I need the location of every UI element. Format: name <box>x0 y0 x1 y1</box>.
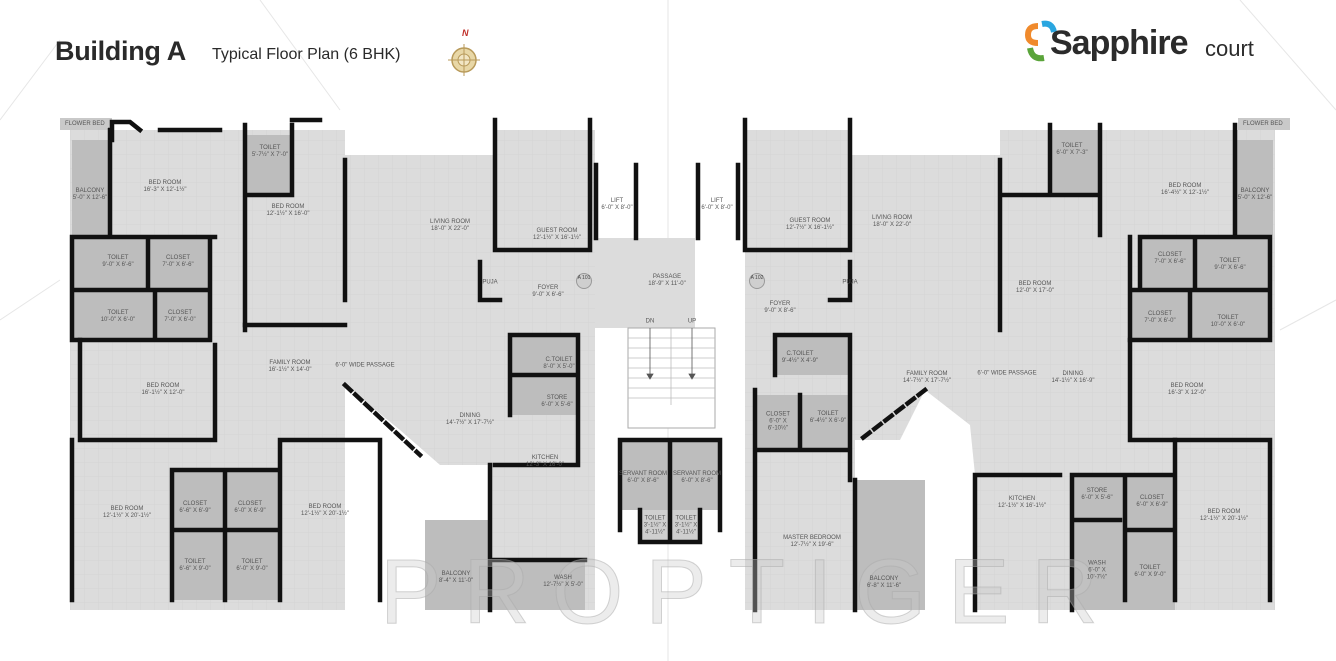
puja-label: PUJA <box>842 279 858 286</box>
stairs-up-label: UP <box>687 318 697 325</box>
wide-passage-label: 6'-0" WIDE PASSAGE <box>335 362 395 369</box>
unit-number-badge: A 101 <box>576 273 592 289</box>
compass-north-label: N <box>462 28 469 38</box>
logo-sub: court <box>1205 36 1254 61</box>
puja-label: PUJA <box>482 279 498 286</box>
compass-icon <box>448 44 480 76</box>
right-flat-floor <box>745 118 1290 615</box>
flower-bed-label: FLOWER BED <box>62 120 108 128</box>
stair-arrows <box>646 328 696 380</box>
watermark: PROPTIGER <box>380 541 1120 644</box>
walls <box>69 117 1273 613</box>
page-title: Building A <box>55 36 186 66</box>
page-subtitle: Typical Floor Plan (6 BHK) <box>212 46 401 63</box>
logo-icon <box>1024 20 1057 62</box>
unit-number-badge: A 102 <box>749 273 765 289</box>
wide-passage-label: 6'-0" WIDE PASSAGE <box>977 370 1037 377</box>
common-core <box>595 165 736 542</box>
stairs-down-label: DN <box>645 318 655 325</box>
logo-name: Sapphire <box>1050 24 1188 62</box>
flower-bed-label: FLOWER BED <box>1240 120 1286 128</box>
